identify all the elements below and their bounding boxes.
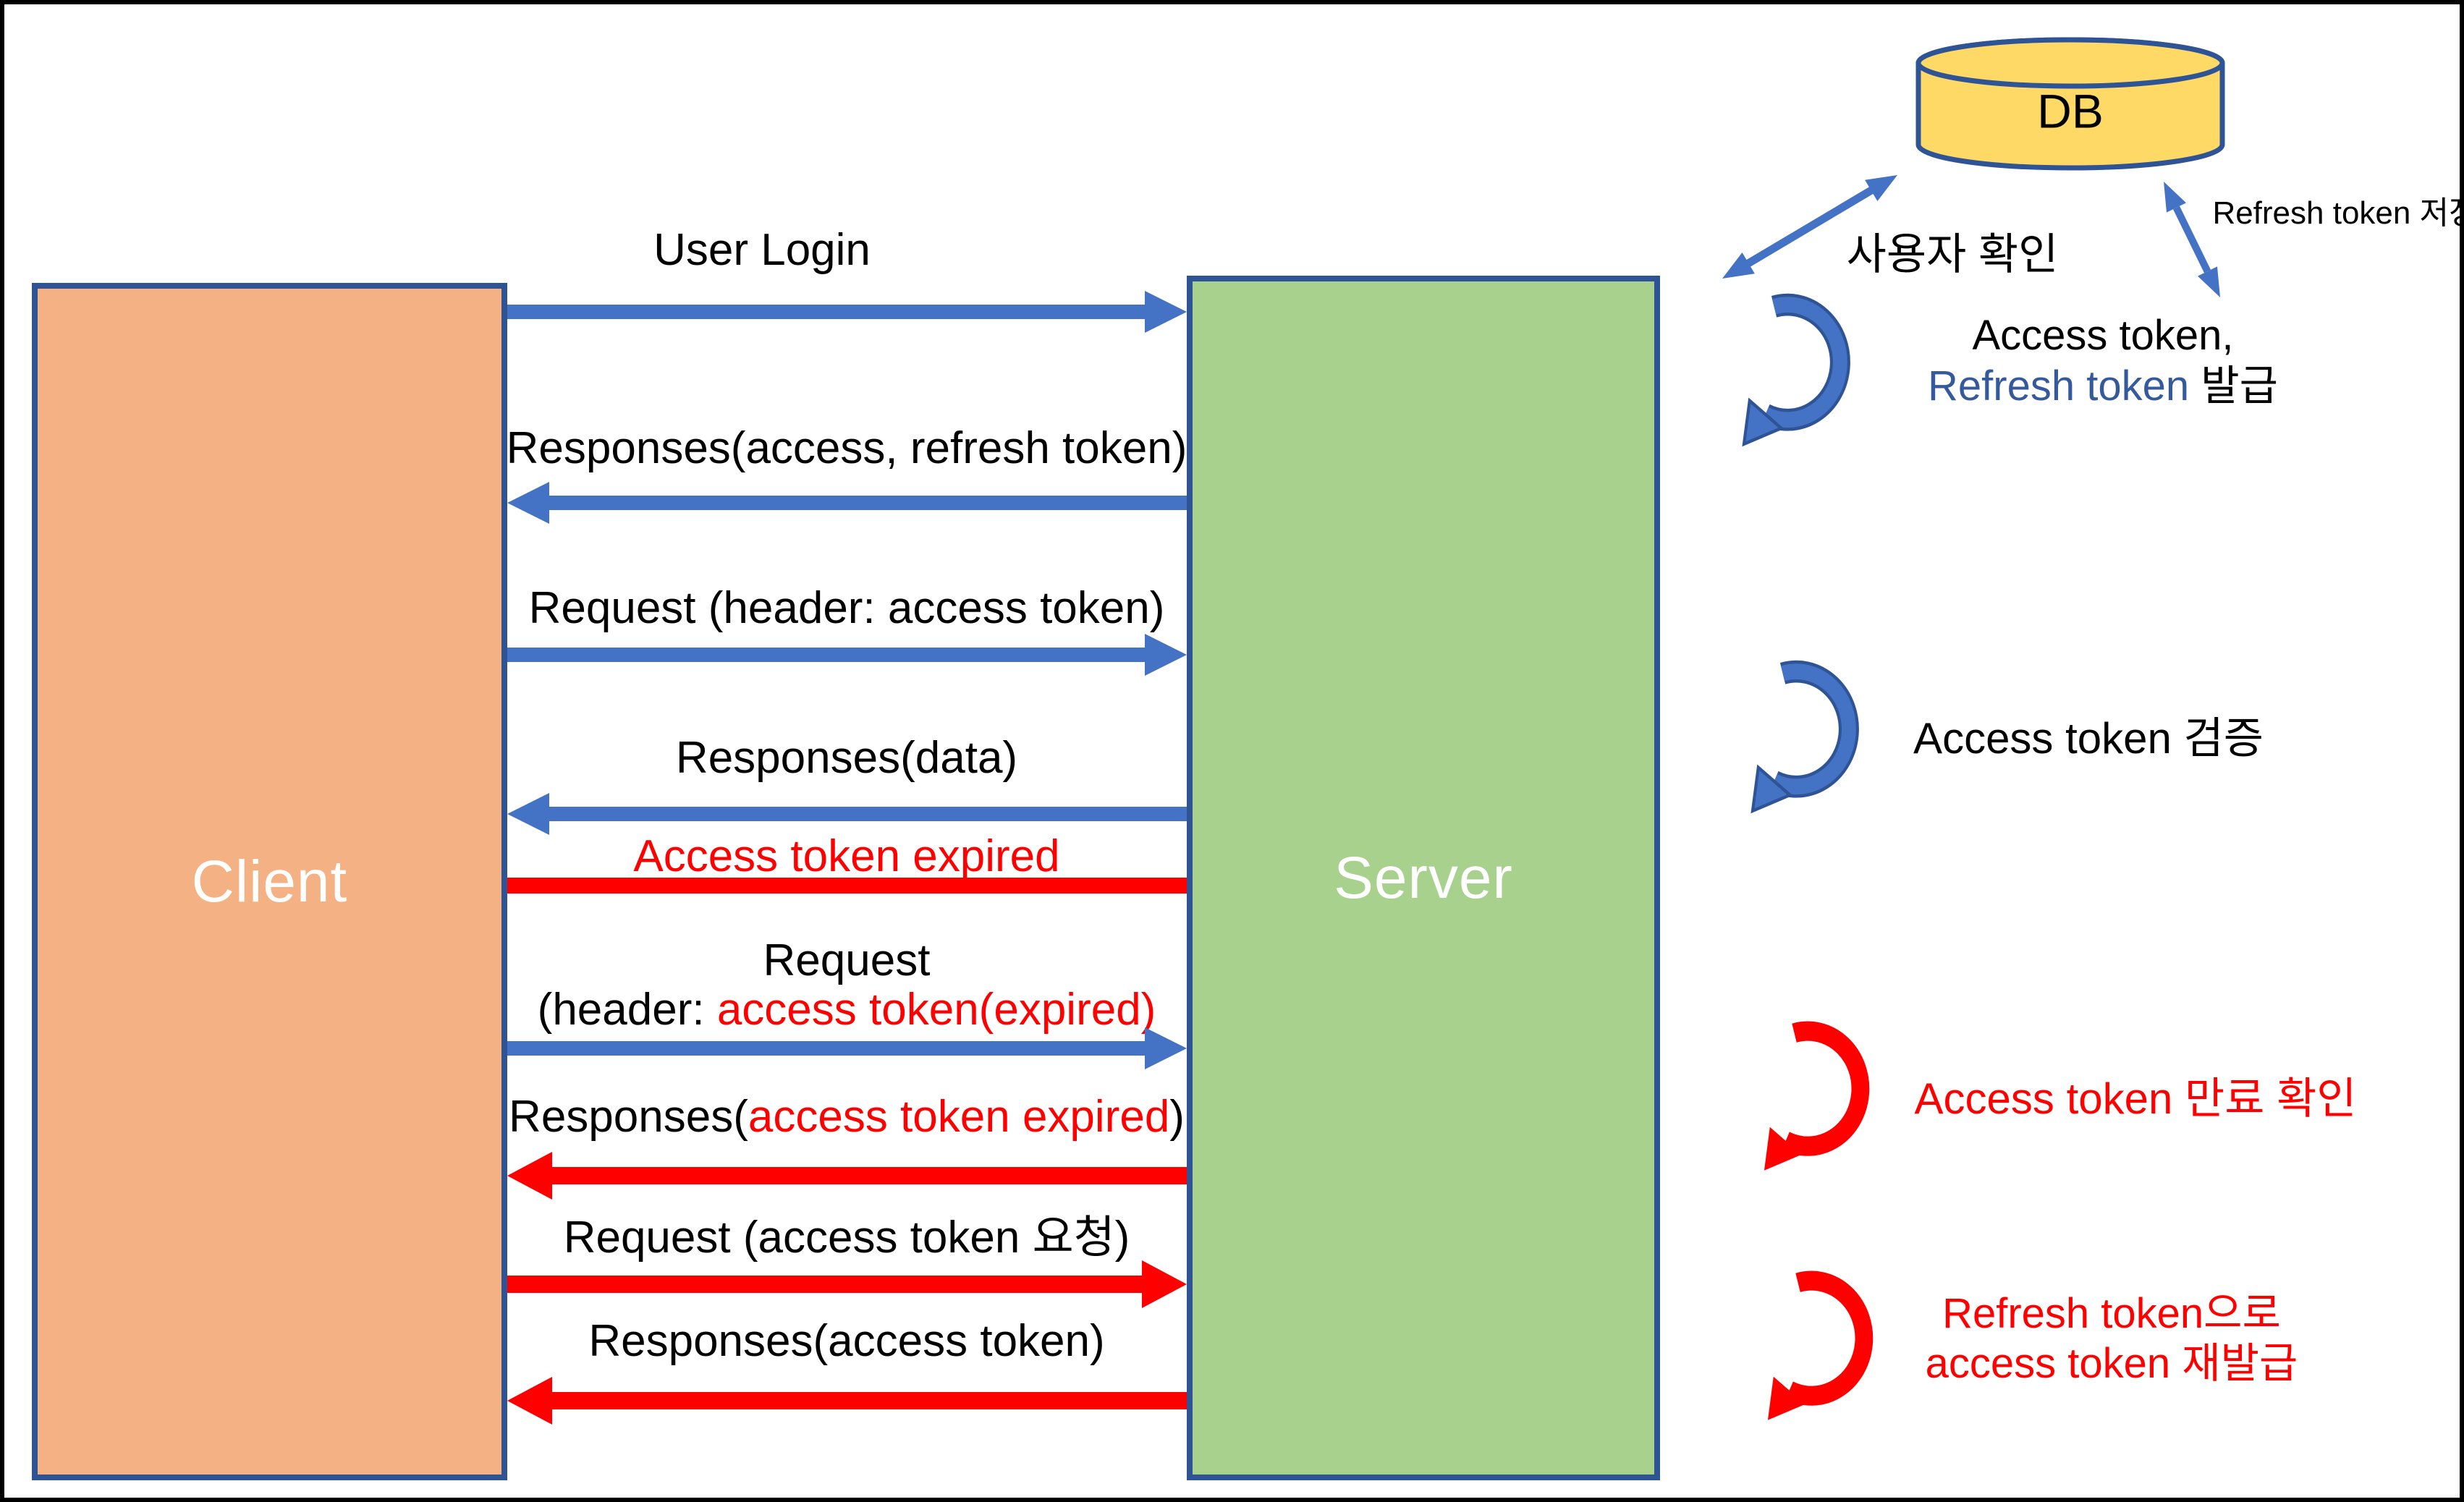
message-resp3-red: access token expired <box>748 1091 1170 1142</box>
arrow-req-header-access <box>507 634 1187 676</box>
message-req-token: Request (access token 요청) <box>563 1212 1130 1263</box>
server-label: Server <box>1334 844 1513 911</box>
annotation-refresh-store: Refresh token 저장 <box>2212 195 2464 231</box>
server-process-curved-arrow-blue-2-icon <box>1750 660 1859 814</box>
message-resp-access-refresh: Responses(access, refresh token) <box>506 423 1187 473</box>
message-req-header-access: Request (header: access token) <box>528 582 1165 633</box>
arrow-resp-access-refresh <box>507 482 1187 524</box>
message-req2-line2-red: access token(expired) <box>716 984 1156 1035</box>
client-label: Client <box>191 848 348 915</box>
arrow-resp-data <box>507 793 1187 835</box>
annotation-issue-line2-blue: Refresh token <box>1928 362 2190 410</box>
message-req2-line2: (header: access token(expired) <box>538 985 1156 1035</box>
server-process-curved-arrow-red-2-icon <box>1767 1270 1874 1420</box>
annotation-issue-line1: Access token, <box>1972 312 2234 360</box>
server-process-curved-arrow-blue-1-icon <box>1742 293 1850 447</box>
message-access-expired: Access token expired <box>633 831 1060 881</box>
message-user-login: User Login <box>653 224 871 275</box>
annotation-issue-line2-black: 발급 <box>2189 362 2278 410</box>
message-resp3-black1: Responses( <box>509 1091 748 1142</box>
annotation-expire-check: Access token 만료 확인 <box>1914 1074 2357 1123</box>
message-resp3-black2: ) <box>1169 1091 1185 1142</box>
line-access-expired <box>507 878 1187 894</box>
db-cylinder-icon <box>1915 37 2225 171</box>
annotation-issue-line2: Refresh token 발급 <box>1928 363 2278 410</box>
annotation-user-check: 사용자 확인 <box>1846 230 2059 279</box>
annotation-verify: Access token 검증 <box>1913 714 2264 763</box>
message-req2-line2-black: (header: <box>537 984 717 1035</box>
db-store-double-arrow-icon <box>2164 182 2220 297</box>
db-label: DB <box>2037 84 2104 138</box>
arrow-req-expired-token <box>507 1027 1187 1069</box>
arrow-req-access-token <box>507 1260 1187 1308</box>
annotation-reissue-line2: access token 재발급 <box>1925 1340 2298 1388</box>
message-resp-data: Responses(data) <box>675 732 1018 783</box>
message-req2-line1: Request <box>763 935 931 985</box>
arrow-resp-access-token <box>507 1377 1187 1425</box>
arrow-resp-token-expired <box>507 1152 1187 1200</box>
message-resp-token: Responses(access token) <box>588 1315 1105 1366</box>
message-resp3: Responses(access token expired) <box>509 1092 1185 1142</box>
server-process-curved-arrow-red-1-icon <box>1764 1021 1870 1171</box>
client-box: Client <box>32 283 507 1480</box>
server-box: Server <box>1187 276 1660 1480</box>
annotation-reissue-line1: Refresh token으로 <box>1942 1290 2281 1338</box>
arrow-user-login <box>507 291 1187 333</box>
server-db-double-arrow-icon <box>1722 175 1897 279</box>
